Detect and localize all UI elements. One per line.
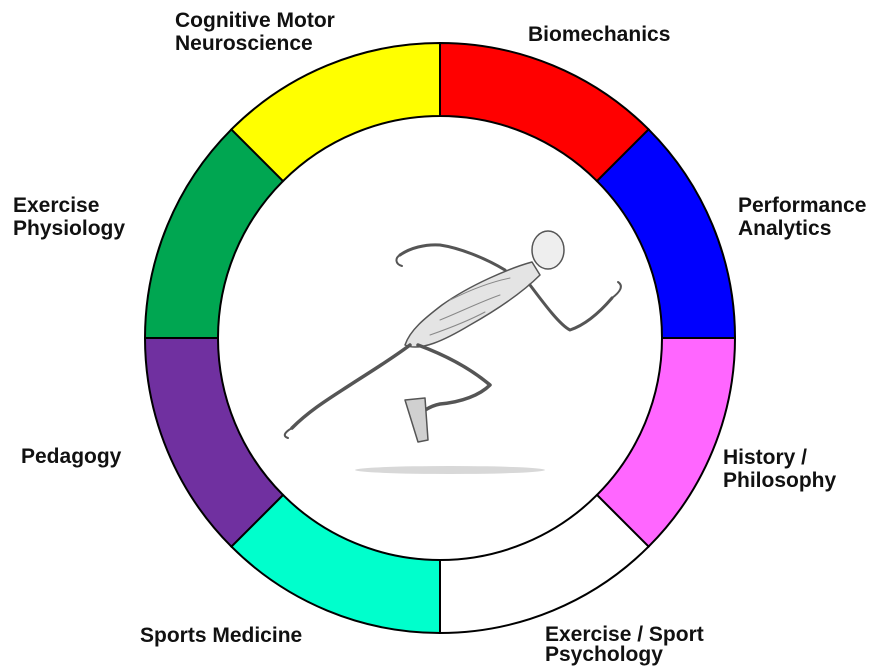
label-line: Exercise / Sport (545, 625, 704, 645)
segment-biomechanics (597, 129, 735, 338)
label-line: History / (723, 446, 836, 469)
label-line: Exercise (13, 194, 125, 217)
label-line: Psychology (545, 645, 704, 665)
segment-history-philosophy (440, 495, 649, 633)
label-line: Performance (738, 194, 866, 217)
label-line: Cognitive Motor (175, 9, 335, 32)
label-biomechanics: Biomechanics (528, 23, 670, 46)
label-pedagogy: Pedagogy (21, 445, 121, 468)
label-sports-medicine: Sports Medicine (140, 624, 302, 647)
label-line: Analytics (738, 217, 866, 240)
label-line: Physiology (13, 217, 125, 240)
label-line: Neuroscience (175, 32, 335, 55)
label-line: Philosophy (723, 469, 836, 492)
label-exercise-physiology: Exercise Physiology (13, 194, 125, 240)
label-cognitive-motor-neuroscience: Cognitive Motor Neuroscience (175, 9, 335, 55)
label-exercise-sport-psychology: Exercise / Sport Psychology (545, 625, 704, 665)
sprinter-sketch (285, 231, 621, 474)
label-line: Biomechanics (528, 23, 670, 46)
segment-sports-medicine (145, 338, 283, 547)
label-line: Pedagogy (21, 445, 121, 468)
label-performance-analytics: Performance Analytics (738, 194, 866, 240)
label-history-philosophy: History / Philosophy (723, 446, 836, 492)
label-line: Sports Medicine (140, 624, 302, 647)
segment-exercise-physiology (231, 43, 440, 181)
